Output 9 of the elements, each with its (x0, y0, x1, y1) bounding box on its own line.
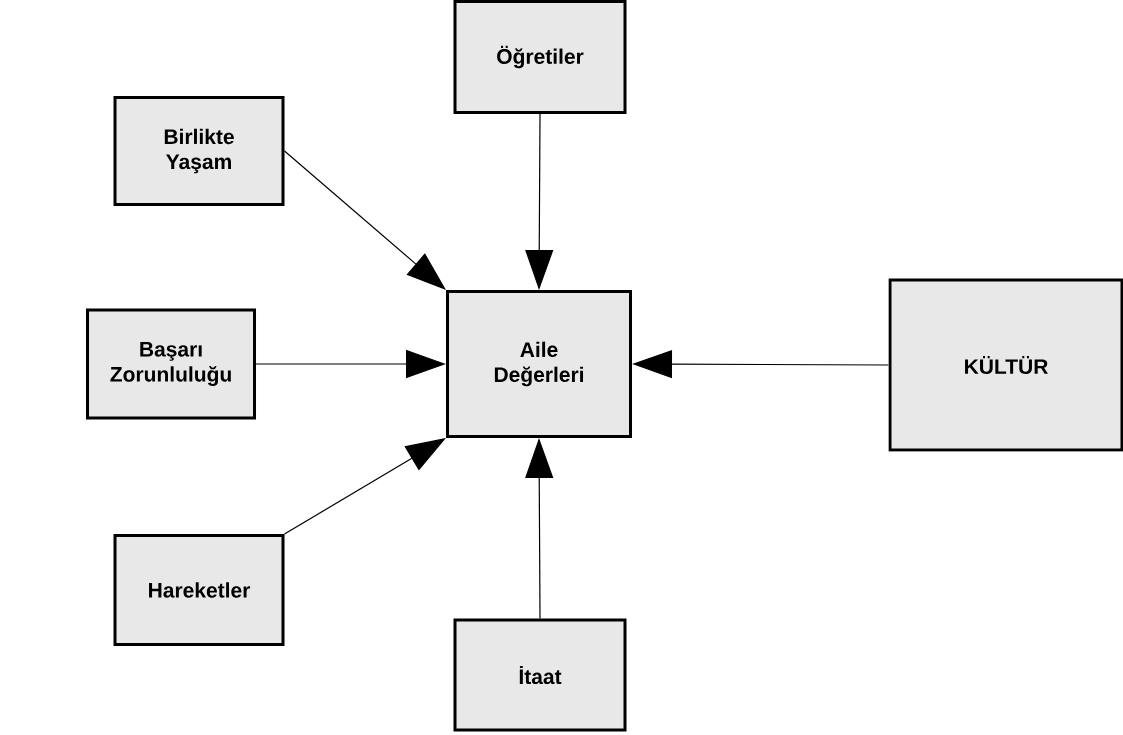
process-box: Birlikte Yaşam (113, 96, 285, 206)
arrow (283, 438, 446, 535)
process-box: KÜLTÜR (888, 278, 1123, 452)
process-box: İtaat (453, 618, 627, 732)
process-box: Öğretiler (453, 0, 627, 114)
process-box: Hareketler (113, 534, 285, 646)
process-box: Aile Değerleri (446, 290, 632, 438)
process-box: Başarı Zorunluluğu (86, 308, 256, 420)
arrow (283, 150, 446, 290)
